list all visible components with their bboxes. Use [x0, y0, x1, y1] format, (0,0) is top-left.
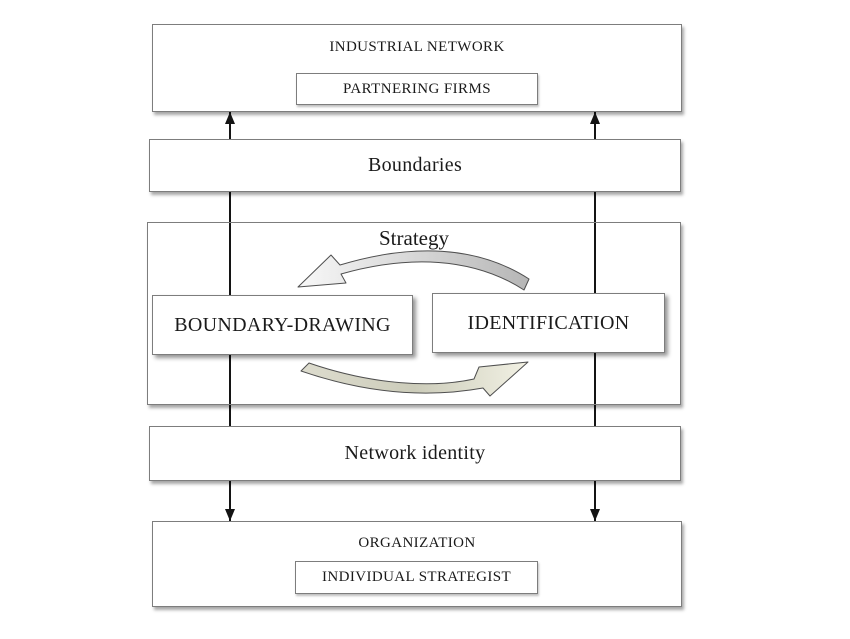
partnering-firms-box: PARTNERING FIRMS [296, 73, 538, 105]
identification-box: IDENTIFICATION [432, 293, 665, 353]
boundary-drawing-box: BOUNDARY-DRAWING [152, 295, 413, 355]
boundary-drawing-label: BOUNDARY-DRAWING [174, 313, 391, 336]
curved-arrow-top-icon [297, 250, 530, 291]
identification-label: IDENTIFICATION [467, 311, 630, 334]
industrial-network-box: INDUSTRIAL NETWORK PARTNERING FIRMS [152, 24, 682, 112]
individual-strategist-box: INDIVIDUAL STRATEGIST [295, 561, 538, 594]
industrial-network-label: INDUSTRIAL NETWORK [329, 39, 505, 55]
strategy-label: Strategy [379, 226, 449, 250]
arrowhead-up-right-icon [590, 112, 600, 124]
curved-arrow-bottom-icon [300, 361, 529, 397]
network-identity-box: Network identity [149, 426, 681, 481]
organization-label: ORGANIZATION [358, 535, 476, 551]
boundaries-label: Boundaries [367, 154, 463, 176]
arrowhead-down-right-icon [590, 509, 600, 521]
arrowhead-up-left-icon [225, 112, 235, 124]
boundaries-box: Boundaries [149, 139, 681, 192]
arrowhead-down-left-icon [225, 509, 235, 521]
strategy-box: Strategy BOUNDARY-DRAWING IDENTIFICATION [147, 222, 681, 405]
partnering-firms-label: PARTNERING FIRMS [343, 80, 491, 97]
network-identity-label: Network identity [344, 442, 486, 464]
organization-box: ORGANIZATION INDIVIDUAL STRATEGIST [152, 521, 682, 607]
individual-strategist-label: INDIVIDUAL STRATEGIST [321, 569, 512, 585]
